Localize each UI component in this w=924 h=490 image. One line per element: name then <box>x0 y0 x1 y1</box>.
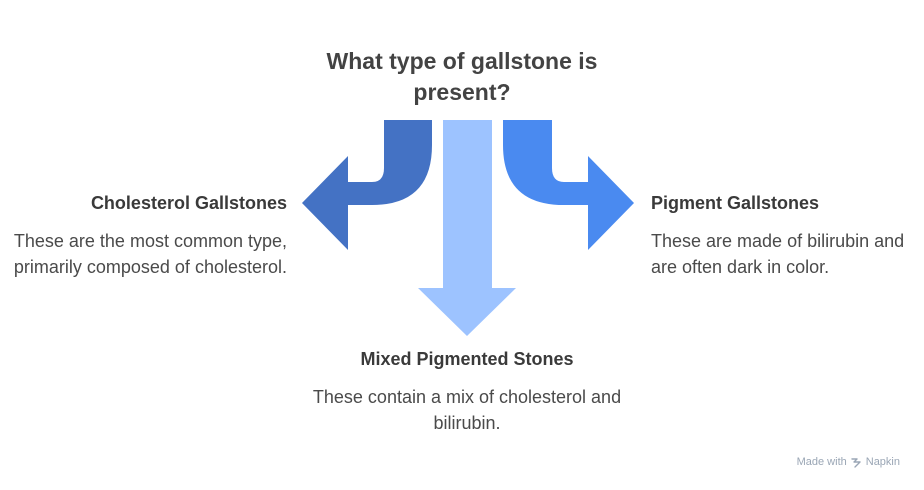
napkin-brand-label: Napkin <box>865 456 900 468</box>
pigment-gallstones-description: These are made of bilirubin and are ofte… <box>651 231 905 277</box>
made-with-napkin-badge[interactable]: Made with Napkin <box>797 456 900 468</box>
mixed-pigmented-stones-block: Mixed Pigmented Stones These contain a m… <box>312 348 622 436</box>
napkin-logo-icon <box>851 457 861 468</box>
pigment-gallstones-block: Pigment Gallstones These are made of bil… <box>651 192 916 280</box>
pigment-gallstones-heading: Pigment Gallstones <box>651 193 820 213</box>
cholesterol-gallstones-block: Cholesterol Gallstones These are the mos… <box>0 192 287 280</box>
cholesterol-gallstones-description: These are the most common type, primaril… <box>13 231 287 277</box>
mixed-pigmented-stones-description: These contain a mix of cholesterol and b… <box>312 387 622 433</box>
right-curved-arrow <box>503 120 634 250</box>
mixed-pigmented-stones-heading: Mixed Pigmented Stones <box>360 349 574 369</box>
center-down-arrow <box>418 120 516 336</box>
made-with-label: Made with <box>796 456 847 468</box>
diagram-title: What type of gallstone is present? <box>326 48 598 105</box>
left-curved-arrow <box>302 120 432 250</box>
cholesterol-gallstones-heading: Cholesterol Gallstones <box>90 193 287 213</box>
